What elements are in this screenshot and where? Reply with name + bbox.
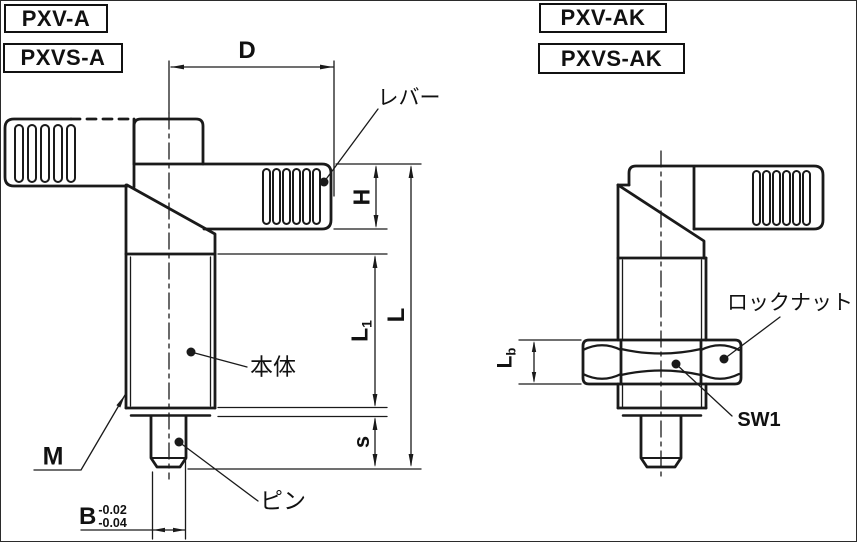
right-view-arrowheads <box>531 341 537 383</box>
dim-label-h: H <box>348 188 375 206</box>
dim-b-tolerance-upper: -0.02 <box>98 502 127 517</box>
model-label-pxv-a: PXV-A <box>4 4 108 33</box>
left-view-knurling <box>14 124 321 225</box>
right-view-thin-lines <box>518 150 781 480</box>
right-view-knurling <box>752 170 811 226</box>
model-label-pxv-ak: PXV-AK <box>539 3 667 33</box>
dim-label-l: L <box>383 307 410 323</box>
model-label-pxvs-ak: PXVS-AK <box>538 43 685 74</box>
dim-b-tolerance-lower: -0.04 <box>98 516 127 530</box>
dim-label-d: D <box>238 37 256 64</box>
part-label-locknut: ロックナット <box>727 291 853 315</box>
dim-label-b: B <box>79 503 97 530</box>
dim-label-lb: Lb <box>493 347 519 369</box>
dim-label-m: M <box>42 442 64 471</box>
dim-label-l1: L1 <box>346 320 375 342</box>
part-label-pin: ピン <box>260 487 306 514</box>
right-view-outline <box>581 164 825 469</box>
left-view-thin-lines <box>33 60 422 540</box>
dim-label-s: s <box>349 435 374 449</box>
dim-label-b-group: B -0.02 -0.04 <box>79 503 127 531</box>
right-view-leader-dots <box>671 354 729 369</box>
left-view-arrowheads <box>116 64 414 533</box>
dim-label-sw1: SW1 <box>737 409 781 431</box>
part-label-body: 本体 <box>250 353 296 380</box>
left-view-leader-dots <box>174 177 329 447</box>
part-label-lever: レバー <box>377 86 441 110</box>
model-label-pxvs-a: PXVS-A <box>3 43 123 73</box>
